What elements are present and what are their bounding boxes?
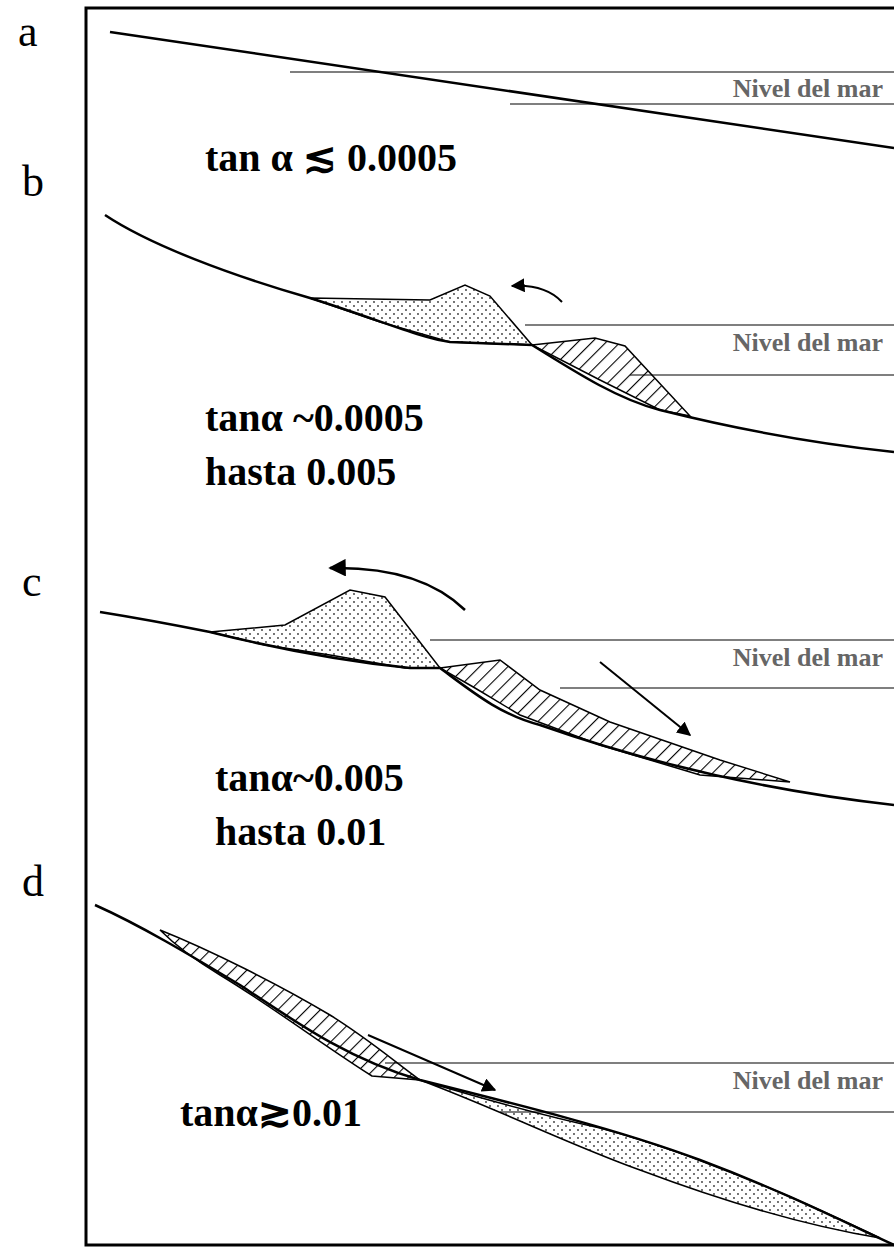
- panel-letter: d: [22, 860, 44, 904]
- profile-b: [105, 215, 894, 452]
- panel-letter: b: [22, 160, 44, 204]
- profile-a: [110, 32, 894, 148]
- frame: [86, 8, 894, 1245]
- slope-value: hasta 0.005: [205, 452, 396, 492]
- sea-level-label: Nivel del mar: [730, 330, 886, 356]
- panel-letter: c: [22, 560, 42, 604]
- slope-value: tanα≳0.01: [180, 1093, 362, 1133]
- profile-c: [100, 568, 894, 805]
- sea-level-label: Nivel del mar: [730, 1068, 886, 1094]
- profile-d: [95, 905, 894, 1245]
- slope-value: tanα~0.005: [215, 758, 404, 798]
- panel-letter: a: [18, 10, 38, 54]
- sea-level-label: Nivel del mar: [730, 645, 886, 671]
- slope-value: tan α ≲ 0.0005: [205, 138, 457, 178]
- sea-level-label: Nivel del mar: [730, 76, 886, 102]
- slope-value: hasta 0.01: [215, 812, 386, 852]
- slope-value: tanα ~0.0005: [205, 398, 424, 438]
